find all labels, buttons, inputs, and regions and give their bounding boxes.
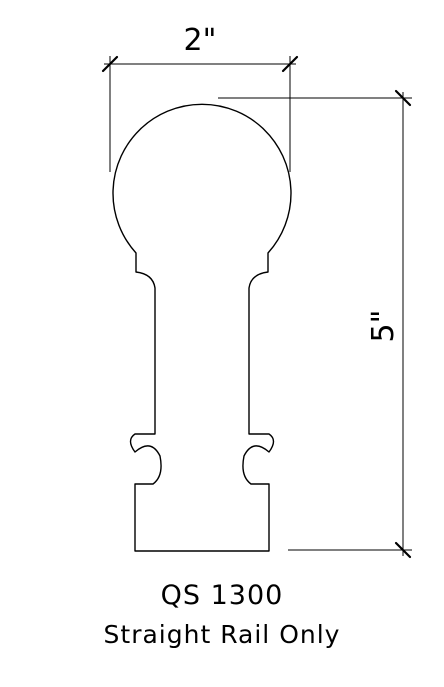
model-number: QS 1300 <box>160 580 284 611</box>
width-dimension-label: 2" <box>184 23 217 58</box>
height-tick-bottom <box>394 541 412 559</box>
finial-profile <box>112 103 292 552</box>
height-dimension-label: 5" <box>366 310 401 343</box>
width-tick-left <box>101 55 119 73</box>
rail-note: Straight Rail Only <box>103 620 341 649</box>
width-tick-right <box>281 55 299 73</box>
height-tick-top <box>394 89 412 107</box>
height-dimension: 5" <box>218 89 412 559</box>
width-dimension: 2" <box>101 23 299 172</box>
